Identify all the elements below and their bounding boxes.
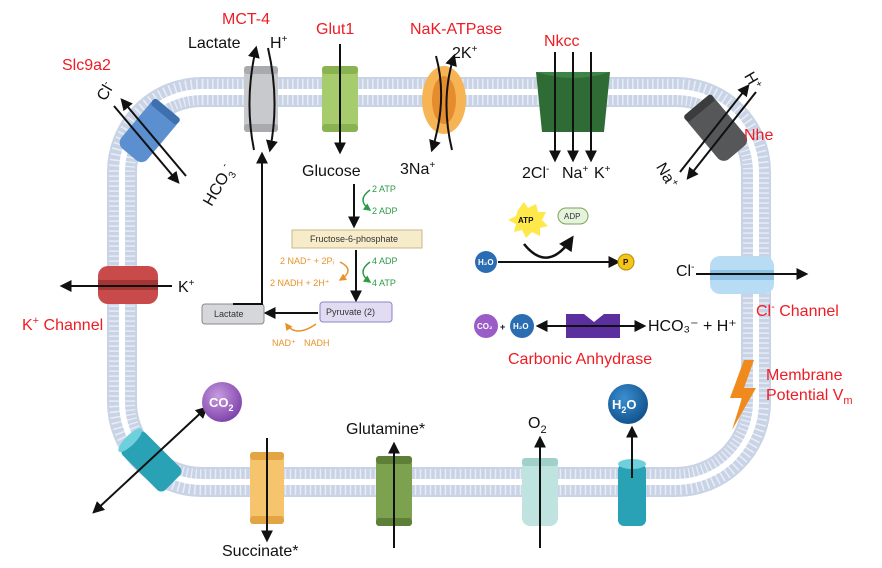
svg-text:H2O: H2O <box>612 397 637 415</box>
lactate-label: Lactate <box>188 35 241 52</box>
nak-atpase-pump <box>422 53 466 153</box>
na-label: Na+ <box>562 164 588 182</box>
k-out-label: K+ <box>178 278 195 296</box>
membrane-potential-label-2: Potential Vm <box>766 387 853 407</box>
succinate-transporter <box>250 438 284 543</box>
mct4-label: MCT-4 <box>222 11 270 28</box>
two-cl-label: 2Cl- <box>522 164 549 182</box>
aquaporin <box>618 425 646 526</box>
co2-molecule: CO2 <box>202 382 242 422</box>
carbonic-anhydrase-reaction: CO₂ + H₂O HCO₃⁻ + H⁺ <box>474 314 737 338</box>
k-channel-label: K+ Channel <box>22 315 103 334</box>
atp-hydrolysis: ATP ADP H₂O P <box>475 202 635 273</box>
cl-in-label: Cl- <box>676 262 694 280</box>
f6p-box <box>291 229 423 249</box>
nhe-na-label: Na+ <box>652 160 681 192</box>
atp-h2o-label: H₂O <box>478 258 494 267</box>
lightning-icon <box>730 360 756 430</box>
svg-text:CO2: CO2 <box>209 395 234 413</box>
p-label: P <box>623 258 629 267</box>
glutamine-label: Glutamine* <box>346 421 425 438</box>
nadh-out-label: 2 NADH + 2H⁺ <box>270 278 330 288</box>
k-channel <box>59 266 172 304</box>
nhe-label: Nhe <box>744 127 773 144</box>
nak-atpase-label: NaK-ATPase <box>410 21 502 38</box>
o2-transporter <box>522 435 558 548</box>
mct4-transporter <box>244 45 278 153</box>
k-label: K+ <box>594 164 611 182</box>
glycolysis-pathway: 2 ATP 2 ADP Fructose-6-phosphate 2 NAD⁺ … <box>201 151 423 348</box>
hco3-label: HCO3- <box>199 161 241 211</box>
pyruvate-box <box>319 301 393 323</box>
cl-channel <box>696 256 809 294</box>
ca-plus-label: + <box>500 322 505 332</box>
o2-label: O2 <box>528 415 547 436</box>
adp-pill-label: ADP <box>564 212 580 221</box>
lactate-box-label: Lactate <box>214 309 244 319</box>
two-k-label: 2K+ <box>452 44 478 62</box>
ca-co2-label: CO₂ <box>477 322 493 331</box>
nhe-h-label: H+ <box>740 69 764 93</box>
glutamine-transporter <box>376 441 412 548</box>
nad-label: NAD⁺ <box>272 338 296 348</box>
adp-in-label: 4 ADP <box>372 256 398 266</box>
f6p-label: Fructose-6-phosphate <box>310 234 398 244</box>
slc9a2-label: Slc9a2 <box>62 57 111 74</box>
pyruvate-label: Pyruvate (2) <box>326 307 375 317</box>
membrane-potential-label-1: Membrane <box>766 367 843 384</box>
h-label: H+ <box>270 34 288 52</box>
atp-out-label: 4 ATP <box>372 278 396 288</box>
slc-cl-label: Cl- <box>93 79 118 104</box>
succinate-label: Succinate* <box>222 543 299 560</box>
nad-in-label: 2 NAD⁺ + 2Pᵢ <box>280 256 334 266</box>
nhe-transporter <box>679 84 757 180</box>
atp-in-label: 2 ATP <box>372 184 396 194</box>
ca-h2o-label: H₂O <box>513 322 529 331</box>
carbonic-anhydrase-label: Carbonic Anhydrase <box>508 351 652 368</box>
cl-channel-label: Cl- Channel <box>756 301 839 320</box>
glucose-label: Glucose <box>302 163 361 180</box>
glut1-label: Glut1 <box>316 21 354 38</box>
ca-product-label: HCO₃⁻ + H⁺ <box>648 318 737 335</box>
atp-star-label: ATP <box>518 216 534 225</box>
nkcc-transporter <box>536 52 610 163</box>
nadh-label: NADH <box>304 338 330 348</box>
cell-membrane <box>107 77 771 497</box>
glut1-transporter <box>322 44 358 155</box>
co2-diffusion <box>92 406 208 514</box>
adp-out-label: 2 ADP <box>372 206 398 216</box>
h2o-molecule: H2O <box>608 384 648 424</box>
three-na-label: 3Na+ <box>400 160 435 178</box>
nkcc-label: Nkcc <box>544 33 580 50</box>
slc9a2-transporter <box>113 98 187 184</box>
